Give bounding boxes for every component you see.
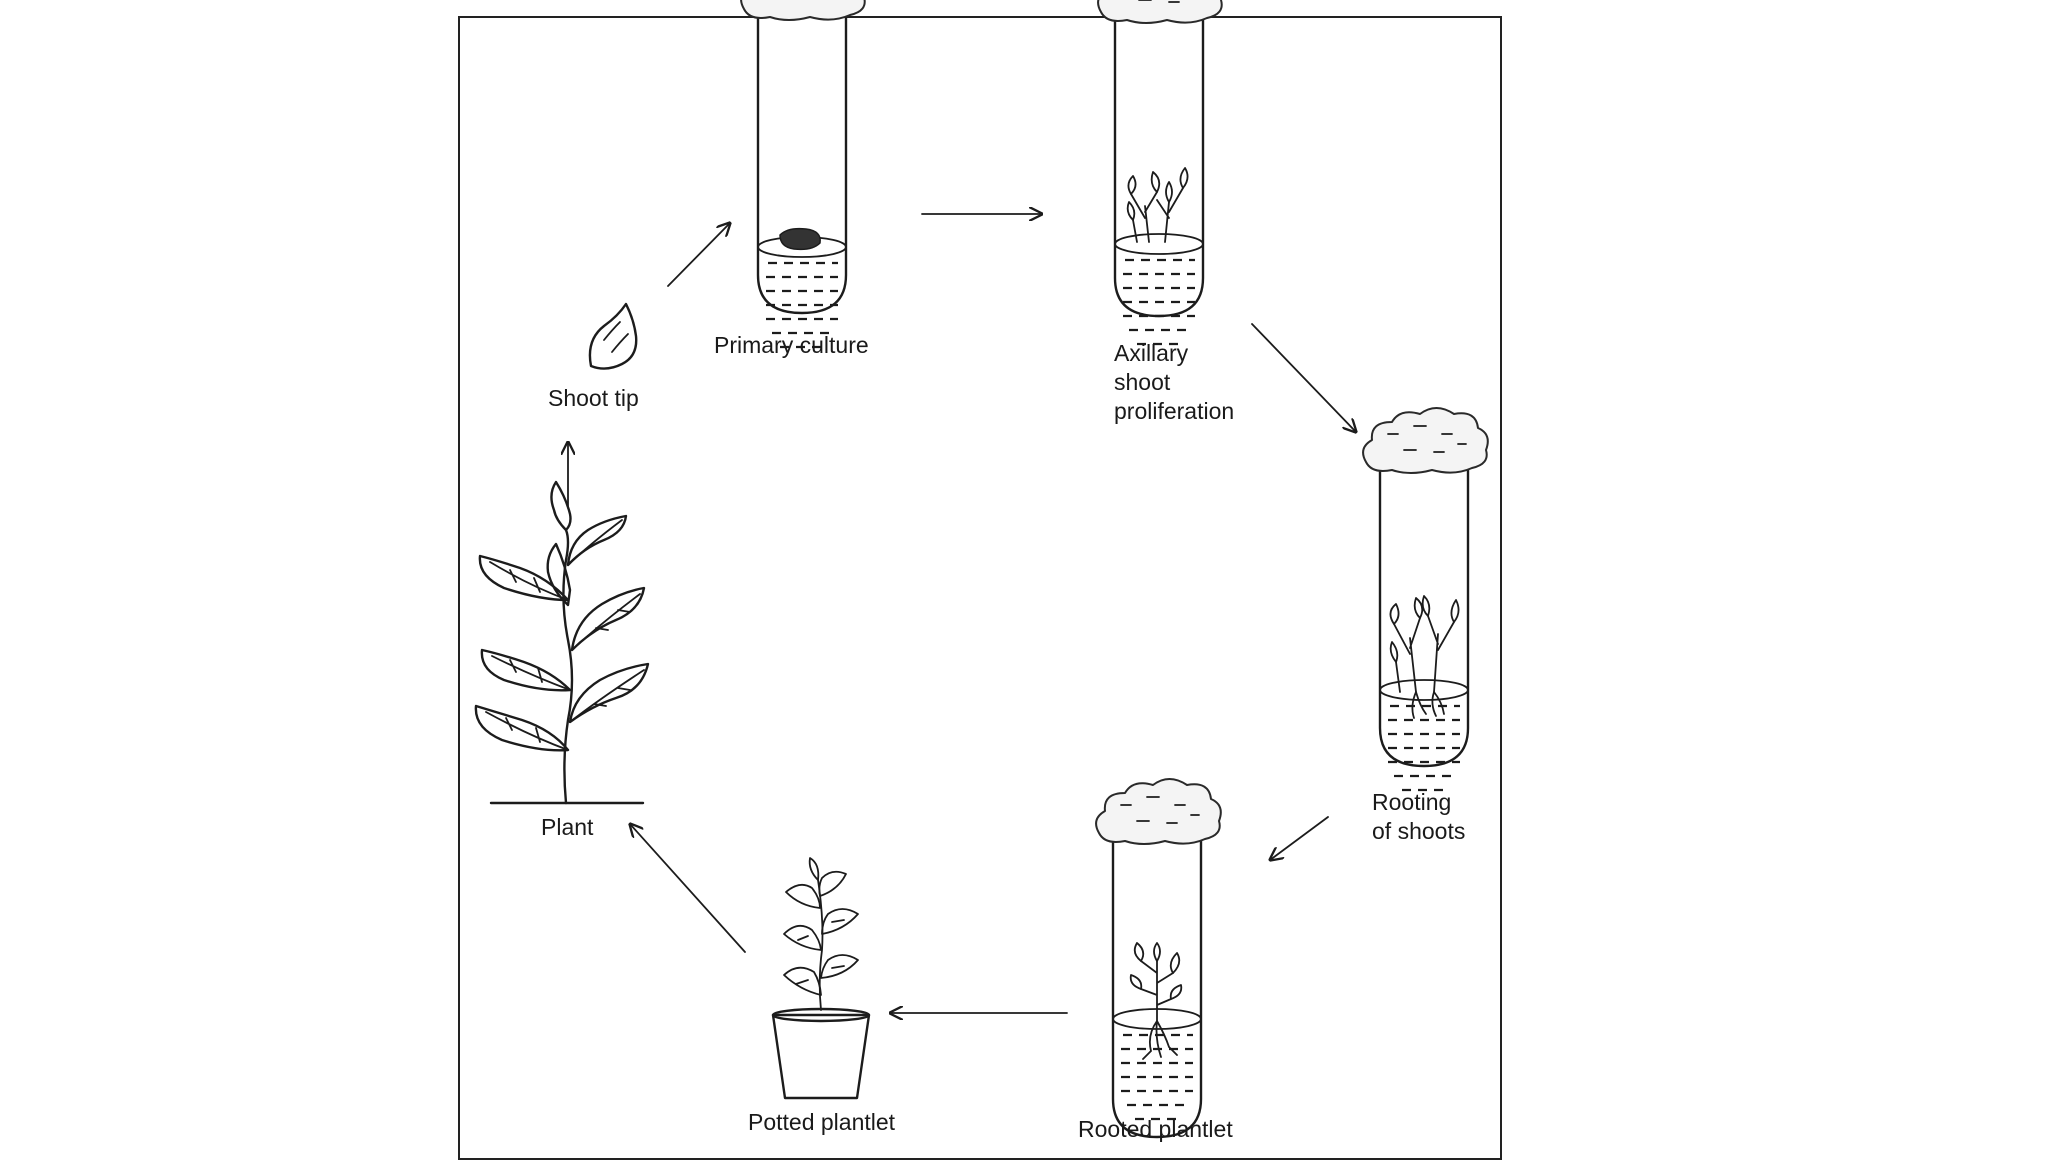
rooted-plantlet [1129, 942, 1183, 1060]
label-shoot-tip: Shoot tip [548, 385, 639, 411]
label-plant: Plant [541, 814, 594, 840]
mature-plant [474, 480, 650, 805]
label-rooted-plantlet: Rooted plantlet [1078, 1116, 1233, 1142]
label-rooting-of-shoots: Rooting of shoots [1372, 789, 1466, 844]
diagram-frame [458, 16, 1502, 1160]
cycle-arrows [568, 214, 1356, 1013]
arrow-rooting-to-rooted-plantlet [1270, 816, 1329, 860]
proliferating-shoots [1126, 167, 1189, 243]
rooting-shoots [1389, 595, 1460, 719]
arrow-axillary-to-rooting [1251, 323, 1356, 432]
primary-culture-tube [740, 0, 867, 349]
explant-tissue [779, 227, 821, 251]
rooting-tube [1362, 407, 1489, 792]
label-axillary-shoot-proliferation: Axillary shoot proliferation [1114, 340, 1235, 424]
axillary-proliferation-tube [1097, 0, 1224, 346]
shoot-tip-explant [588, 302, 638, 370]
arrow-shoot-tip-to-primary-culture [667, 223, 730, 287]
potted-plantlet [771, 857, 871, 1100]
label-primary-culture: Primary culture [714, 332, 869, 358]
rooted-plantlet-tube [1095, 778, 1222, 1139]
label-potted-plantlet: Potted plantlet [748, 1109, 896, 1135]
arrow-potted-to-plant [630, 824, 746, 953]
